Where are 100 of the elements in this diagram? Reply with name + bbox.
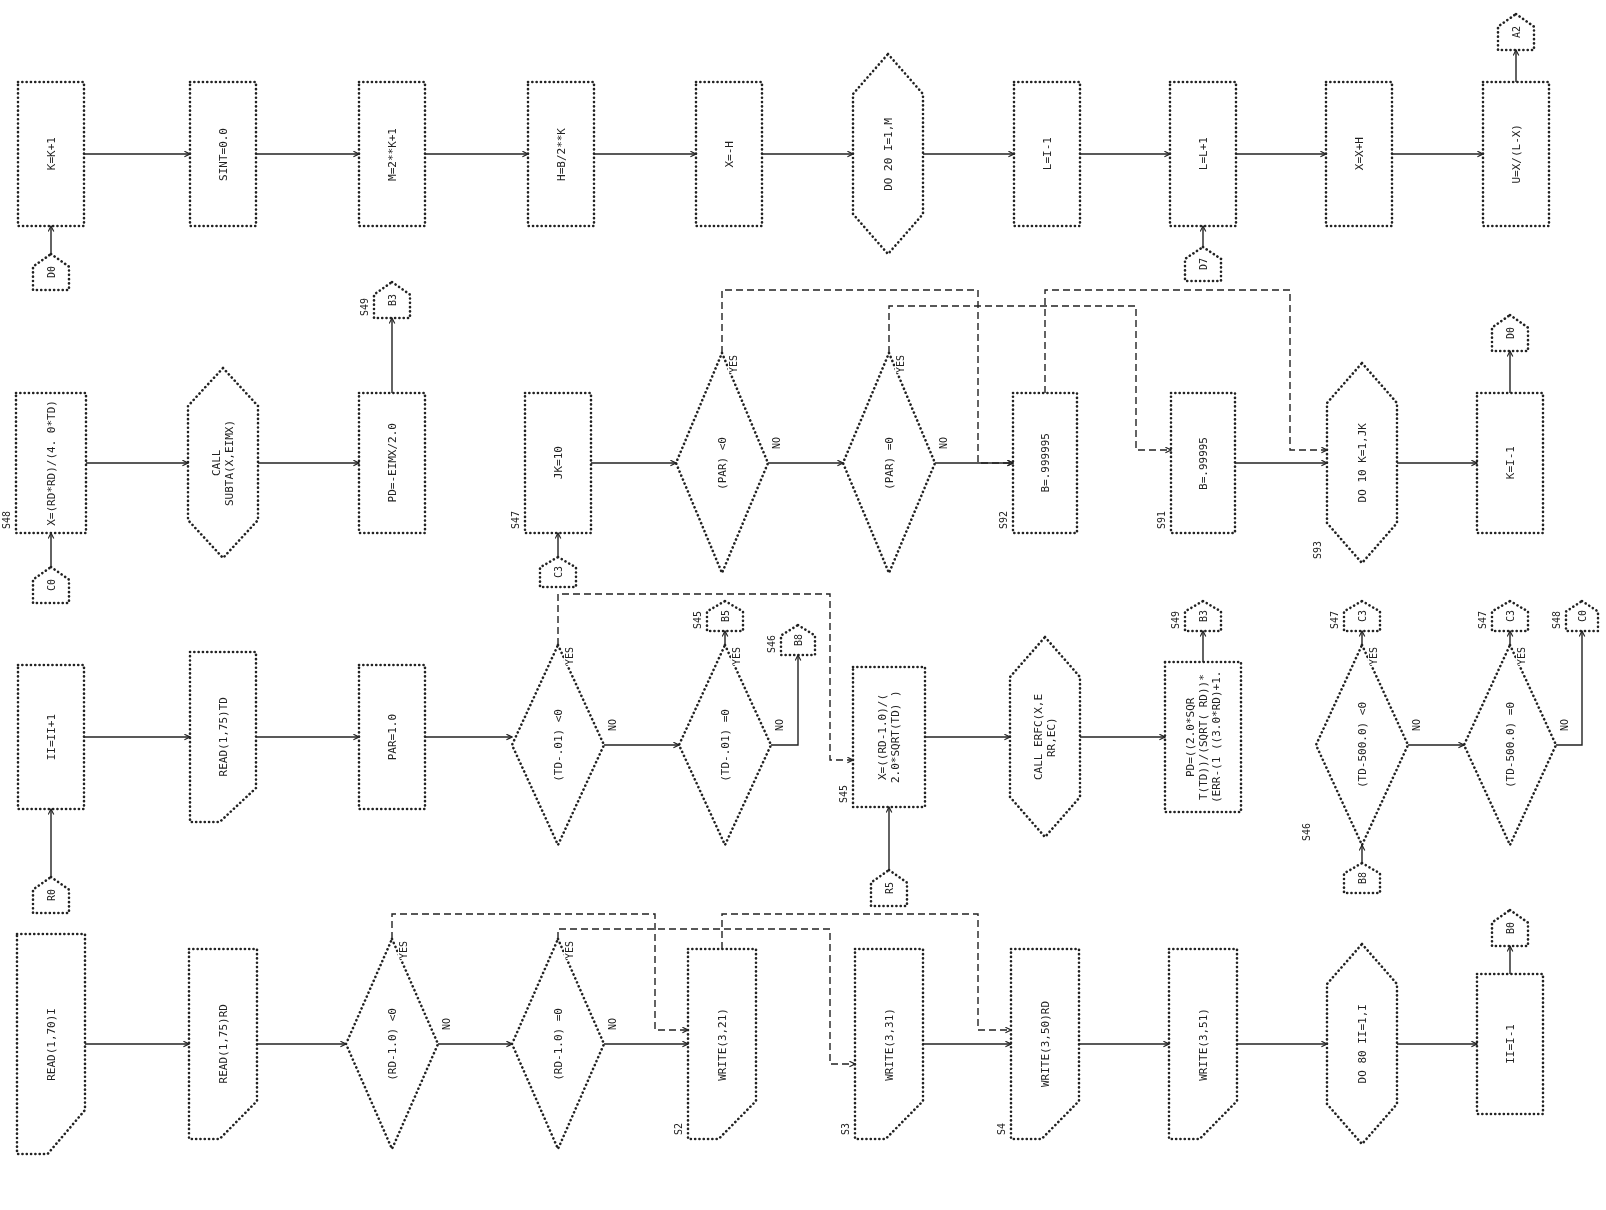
decision-diamond bbox=[676, 353, 768, 573]
statement-text: (TD-500.0) <0 bbox=[1355, 701, 1369, 789]
arrow bbox=[84, 1040, 190, 1048]
statement-text: L=L+1 bbox=[1196, 137, 1210, 171]
connector-symbol bbox=[1344, 863, 1380, 893]
arrow bbox=[47, 225, 55, 255]
arrow bbox=[1236, 1040, 1328, 1048]
statement-text: READ(1,75)RD bbox=[216, 1004, 230, 1084]
statement-text: WRITE(3,21) bbox=[715, 1007, 729, 1081]
connector-label: C3 bbox=[1355, 609, 1369, 622]
decision-diamond bbox=[512, 645, 604, 845]
statement-text: READ(1,70)I bbox=[44, 1007, 58, 1081]
statement-number: S91 bbox=[1156, 510, 1168, 529]
statement-text: X=((RD-1.0)/( 2.0*SQRT(TD) ) bbox=[876, 689, 902, 786]
connector-symbol bbox=[540, 557, 576, 587]
statement-text: JK=10 bbox=[551, 446, 565, 480]
statement-text: PAR=1.0 bbox=[385, 713, 399, 761]
edge-label: YES bbox=[728, 355, 740, 374]
arrow bbox=[1512, 49, 1520, 83]
statement-text: PD=-EIMX/2.0 bbox=[385, 423, 399, 503]
connector-symbol bbox=[871, 870, 907, 906]
statement-text: DO 20 I=1,M bbox=[881, 117, 895, 191]
edge-label: YES bbox=[564, 647, 576, 666]
connector-symbol bbox=[33, 254, 69, 290]
statement-number: S93 bbox=[1312, 540, 1324, 559]
connector-label: D0 bbox=[44, 265, 58, 278]
statement-number: S4 bbox=[996, 1122, 1008, 1135]
statement-text: II=I-1 bbox=[1503, 1024, 1517, 1064]
arrow bbox=[1199, 630, 1207, 663]
statement-text: DO 10 K=1,JK bbox=[1355, 423, 1369, 503]
arrow bbox=[557, 928, 856, 1068]
statement-text: X=(RD*RD)/(4. 0*TD) bbox=[44, 400, 58, 526]
arrow bbox=[922, 1040, 1012, 1048]
process-box bbox=[1014, 82, 1080, 226]
statement-text: II=II+1 bbox=[44, 713, 58, 761]
loop-hexagon bbox=[853, 54, 923, 254]
connector-symbol bbox=[1492, 910, 1528, 946]
connector-label: C3 bbox=[551, 565, 565, 578]
statement-number: S3 bbox=[840, 1122, 852, 1135]
statement-number: S49 bbox=[1170, 610, 1182, 629]
arrow bbox=[437, 1040, 513, 1048]
edge-label: NO bbox=[1411, 719, 1423, 732]
arrow bbox=[255, 733, 360, 741]
arrow bbox=[1506, 350, 1514, 394]
process-box bbox=[696, 82, 762, 226]
arrow bbox=[554, 532, 562, 558]
arrow bbox=[888, 305, 1172, 454]
statement-number: S45 bbox=[838, 784, 850, 803]
statement-text: M=2**K+1 bbox=[385, 127, 399, 181]
decision-diamond bbox=[346, 939, 438, 1149]
statement-text: CALL ERFC(X,E RR,EC) bbox=[1032, 692, 1058, 783]
process-box bbox=[359, 393, 425, 533]
connector-label: R5 bbox=[882, 881, 896, 894]
statement-text: SINT=0.0 bbox=[216, 127, 230, 181]
arrow bbox=[47, 532, 55, 568]
process-box bbox=[18, 665, 84, 809]
statement-text: CALL SUBTA(X,EIMX) bbox=[210, 418, 236, 509]
edge-label: YES bbox=[398, 941, 410, 960]
statement-number: S49 bbox=[359, 297, 371, 316]
edge-label: YES bbox=[1368, 647, 1380, 666]
process-box bbox=[1165, 662, 1241, 812]
statement-text: WRITE(3,50)RD bbox=[1038, 1000, 1052, 1088]
process-box bbox=[359, 82, 425, 226]
arrow bbox=[1407, 741, 1465, 749]
statement-number: S46 bbox=[766, 634, 778, 653]
arrow bbox=[1506, 945, 1514, 975]
statement-text: WRITE(3,31) bbox=[882, 1007, 896, 1081]
edge-label: YES bbox=[731, 647, 743, 666]
input-output-box bbox=[1169, 949, 1237, 1139]
statement-text: (TD-.01) =0 bbox=[718, 708, 732, 782]
arrow bbox=[603, 741, 680, 749]
arrow bbox=[257, 459, 360, 467]
connector-label: C0 bbox=[1575, 609, 1589, 622]
arrow bbox=[1078, 1040, 1170, 1048]
statement-text: L=I-1 bbox=[1040, 137, 1054, 171]
statement-text: B=.99995 bbox=[1196, 436, 1210, 490]
statement-text: (RD-1.0) <0 bbox=[385, 1007, 399, 1081]
connector-label: B3 bbox=[385, 293, 399, 306]
arrow bbox=[593, 150, 697, 158]
decision-diamond bbox=[1464, 645, 1556, 845]
process-box bbox=[1477, 974, 1543, 1114]
edge-label: NO bbox=[607, 719, 619, 732]
arrow bbox=[1396, 459, 1478, 467]
statement-text: (RD-1.0) =0 bbox=[551, 1007, 565, 1081]
connector-symbol bbox=[1185, 247, 1221, 281]
arrow bbox=[924, 733, 1011, 741]
statement-text: PD=((2.0*SQR T(TD))/(SQRT( RD))*(ERR-(1 ((3.0*RD)+1. bbox=[1183, 669, 1223, 805]
arrow bbox=[1506, 630, 1514, 646]
arrow bbox=[85, 459, 189, 467]
arrow bbox=[83, 150, 191, 158]
process-box bbox=[1483, 82, 1549, 226]
statement-text: (PAR) <0 bbox=[715, 436, 729, 490]
arrow bbox=[1079, 733, 1166, 741]
arrow bbox=[256, 1040, 347, 1048]
arrow bbox=[1555, 630, 1586, 746]
connector-label: B3 bbox=[1196, 609, 1210, 622]
connector-label: A2 bbox=[1509, 25, 1523, 38]
input-output-box bbox=[189, 949, 257, 1139]
loop-hexagon bbox=[1327, 944, 1397, 1144]
statement-number: S48 bbox=[1551, 610, 1563, 629]
